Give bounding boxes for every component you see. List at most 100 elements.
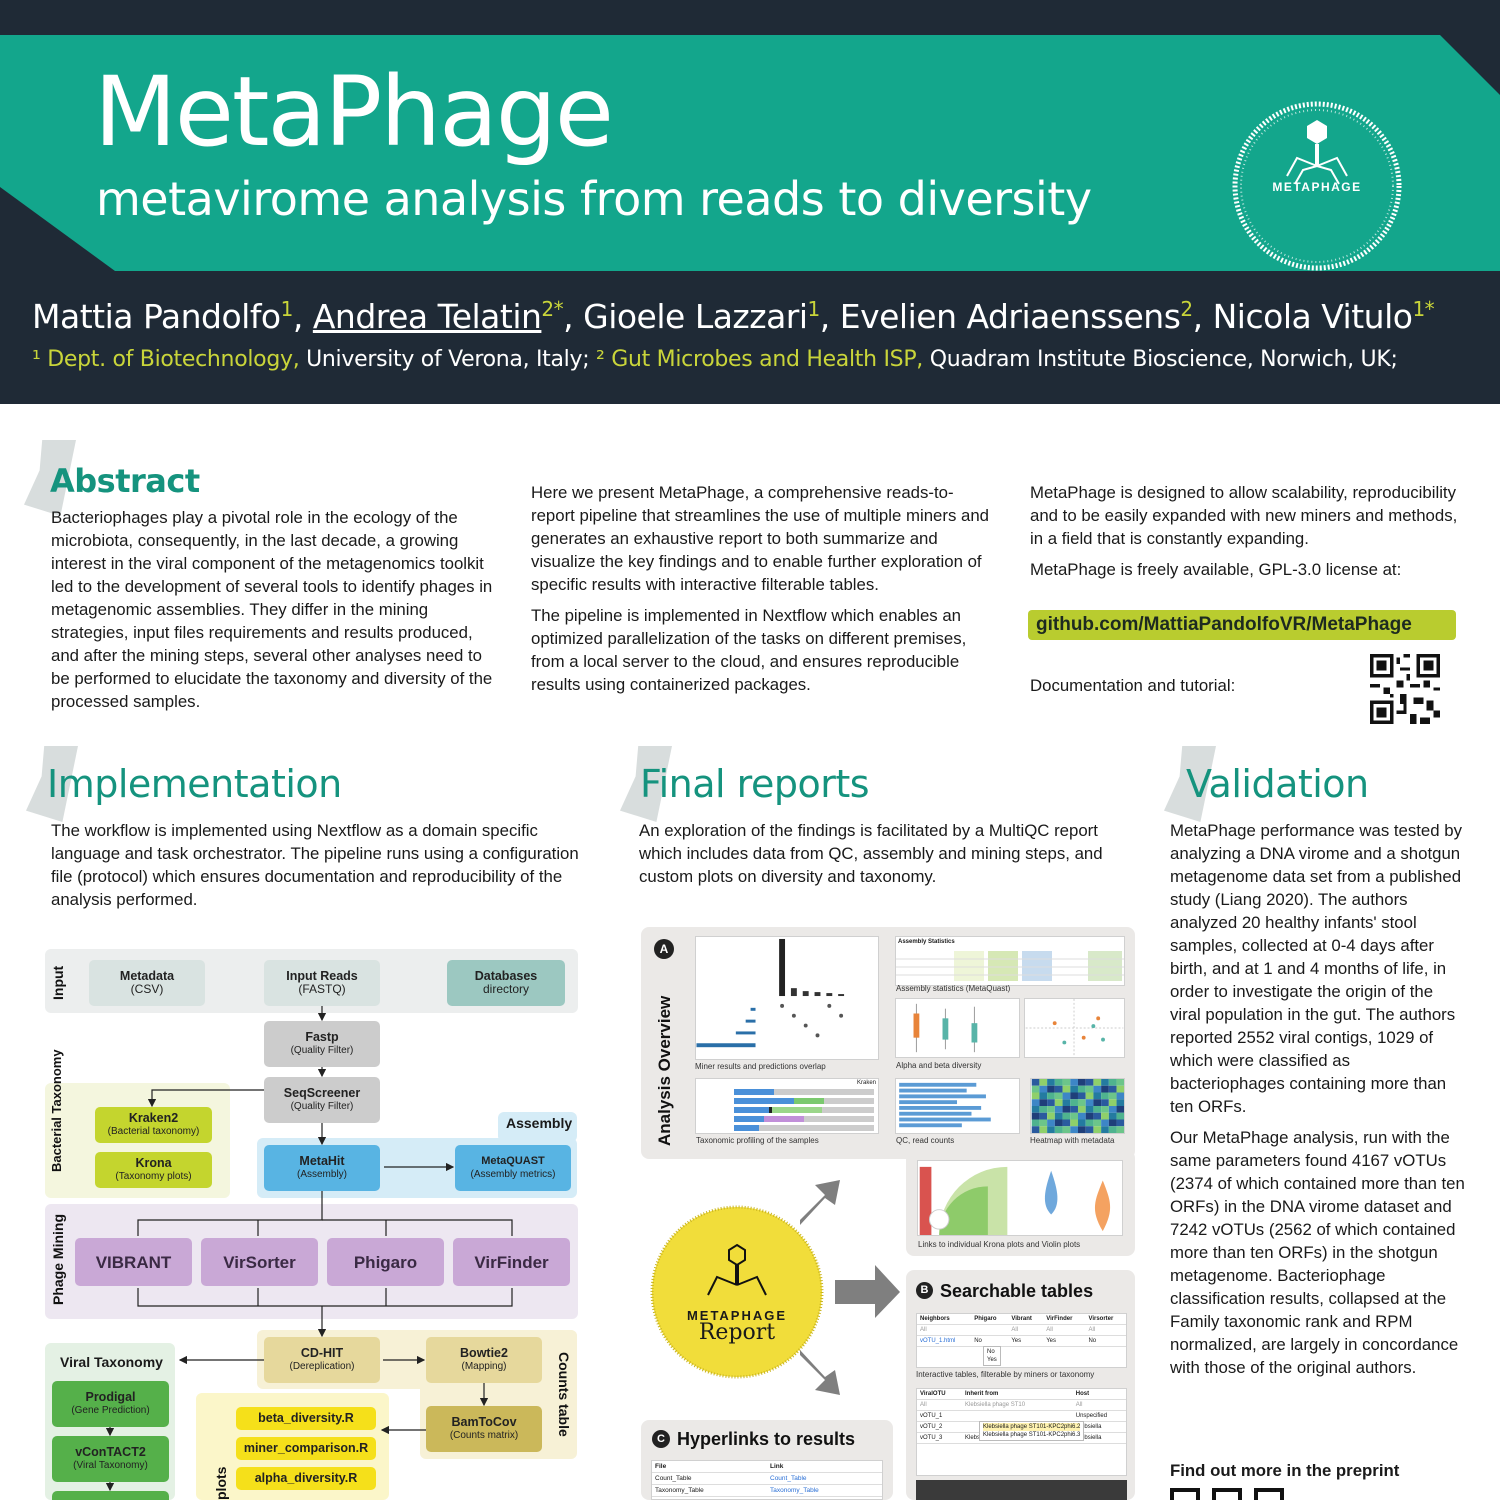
heatmap-cell [1062, 1106, 1071, 1113]
author-separator: , [563, 297, 584, 336]
input-reads-box: Input Reads(FASTQ) [264, 960, 380, 1006]
dropdown-option[interactable]: No [987, 1349, 995, 1355]
heatmap-cell [1116, 1079, 1124, 1086]
table-cell: Klebsiella [1072, 1432, 1126, 1444]
heatmap-cell [1101, 1099, 1109, 1106]
krona-violin-thumb [917, 1160, 1123, 1236]
heatmap-cell [1101, 1106, 1109, 1113]
table-row: vOTU_1 Unspecified [917, 1410, 1126, 1422]
heatmap-cell [1070, 1085, 1078, 1093]
heatmap-cell [1062, 1085, 1071, 1093]
dropdown-option[interactable]: Klebsiella phage ST101-KPC2phi6.3 [983, 1431, 1081, 1439]
author-name: Evelien Adriaenssens [839, 297, 1181, 336]
caption-miner: Miner results and predictions overlap [695, 1062, 826, 1071]
abstract-col2: Here we present MetaPhage, a comprehensi… [531, 481, 991, 704]
heatmap-cell [1077, 1119, 1086, 1127]
table-filter-input[interactable]: All [1085, 1324, 1126, 1336]
github-link[interactable]: github.com/MattiaPandolfoVR/MetaPhage [1028, 610, 1456, 640]
heatmap-cell [1085, 1106, 1094, 1113]
heatmap-cell [1039, 1112, 1048, 1120]
heatmap-cell [1031, 1085, 1040, 1093]
heatmap-cell [1062, 1112, 1071, 1120]
table-filter-input[interactable] [971, 1324, 1009, 1336]
table-cell[interactable]: vOTU_1 [917, 1410, 962, 1422]
heatmap-cell [1070, 1112, 1078, 1120]
heatmap-cell [1077, 1079, 1086, 1086]
heatmap-cell [1101, 1085, 1109, 1093]
alpha-diversity-thumb [895, 998, 1020, 1058]
table-filter-input[interactable]: All [1008, 1324, 1044, 1336]
table-cell[interactable]: vOTU_2 [917, 1421, 962, 1433]
abstract-paragraph: The pipeline is implemented in Nextflow … [531, 606, 967, 694]
caption-qc: QC, read counts [896, 1136, 955, 1145]
heatmap-cell [1070, 1126, 1078, 1133]
kraken2-box: Kraken2(Bacterial taxonomy) [95, 1107, 212, 1143]
table-cell[interactable]: Count_Table [767, 1472, 882, 1485]
caption-krona: Links to individual Krona plots and Viol… [918, 1240, 1081, 1249]
table-cell: No [1085, 1335, 1126, 1347]
caption-interactive: Interactive tables, filterable by miners… [916, 1370, 1095, 1379]
bamtocov-box: BamToCov(Counts matrix) [426, 1406, 542, 1452]
dropdown-option[interactable]: Yes [987, 1357, 997, 1363]
heatmap-cell [1093, 1079, 1102, 1086]
table-cell[interactable]: Taxonomy_Table [767, 1484, 882, 1497]
caption-heatmap: Heatmap with metadata [1030, 1136, 1115, 1145]
table-filter-input[interactable]: All [1043, 1324, 1086, 1336]
author-affiliation-mark: 1* [1412, 297, 1435, 321]
dropdown-option[interactable]: Klebsiella phage ST101-KPC2phi6.2 [983, 1423, 1081, 1431]
heatmap-cell [1101, 1112, 1109, 1120]
table-header: Link [767, 1461, 882, 1473]
table-filter-input[interactable]: All [917, 1324, 972, 1336]
affil-1-inst: University of Verona, Italy; [306, 347, 590, 372]
author-affiliation-mark: 2* [541, 297, 564, 321]
upset-plot-thumb [695, 936, 879, 1060]
taxonomic-profile-thumb: Kraken [695, 1078, 879, 1134]
heatmap-cell [1062, 1126, 1071, 1133]
affiliations: ¹ Dept. of Biotechnology, University of … [32, 347, 1398, 372]
heatmap-cell [1085, 1119, 1094, 1127]
heatmap-cell [1047, 1126, 1055, 1133]
table-cell[interactable]: vOTU_3 [917, 1432, 962, 1444]
table-filter-input[interactable]: Klebsiella phage ST10 [962, 1399, 1073, 1411]
final-reports-heading: Final reports [640, 762, 870, 806]
heatmap-cell [1039, 1099, 1048, 1106]
table-filter-input[interactable]: All [917, 1399, 962, 1411]
qr-code-icon[interactable] [1370, 654, 1440, 724]
table-cell: No [971, 1335, 1009, 1347]
heatmap-cell [1054, 1079, 1063, 1086]
table-filter-input[interactable]: All [1072, 1399, 1126, 1411]
table-cell[interactable]: Count_Table [652, 1472, 767, 1485]
heatmap-cell [1077, 1106, 1086, 1113]
heatmap-cell [1116, 1099, 1124, 1106]
preprint-qr-icon[interactable] [1170, 1488, 1286, 1500]
table-cell[interactable]: Taxonomy_Table [652, 1484, 767, 1497]
r-script-box: miner_comparison.R [236, 1437, 376, 1460]
metaquast-box: MetaQUAST(Assembly metrics) [455, 1145, 571, 1191]
network-thumb [916, 1480, 1127, 1500]
heatmap-cell [1047, 1099, 1055, 1106]
r-script-box: alpha_diversity.R [236, 1467, 376, 1490]
table-cell[interactable]: vOTU_1.html [917, 1335, 972, 1347]
panel-a-label: A [654, 939, 674, 959]
validation-text: MetaPhage performance was tested by anal… [1170, 819, 1465, 1387]
abstract-paragraph: Bacteriophages play a pivotal role in th… [51, 508, 493, 711]
table-header: ViralOTU [917, 1389, 962, 1400]
heatmap-cell [1031, 1112, 1040, 1120]
heatmap-cell [1054, 1126, 1063, 1133]
preprint-label: Find out more in the preprint [1170, 1461, 1400, 1480]
table-cell: Unspecified [1072, 1410, 1126, 1422]
poster-subtitle: metavirome analysis from reads to divers… [96, 172, 1092, 226]
miner-box-virfinder: VirFinder [453, 1238, 570, 1286]
heatmap-cell [1116, 1112, 1124, 1120]
heatmap-thumb [1030, 1078, 1125, 1134]
